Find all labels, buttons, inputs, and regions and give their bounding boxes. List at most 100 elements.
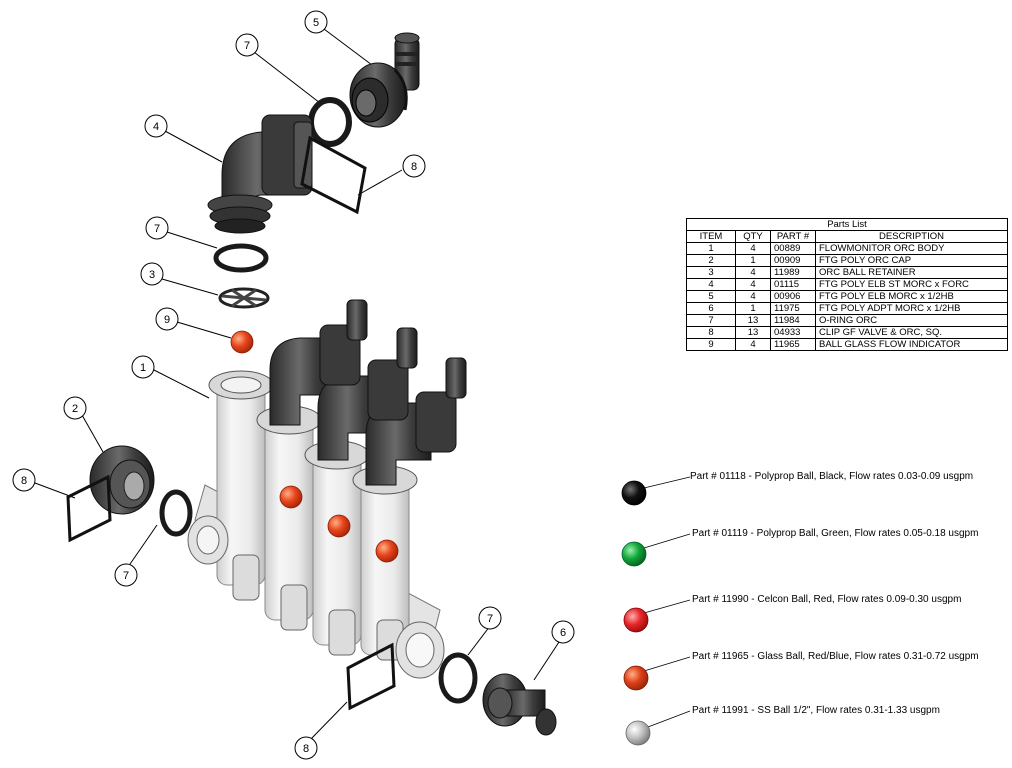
svg-text:4: 4	[153, 121, 159, 133]
callout-3: 3	[140, 262, 164, 286]
ball-label-black: Part # 01118 - Polyprop Ball, Black, Flo…	[690, 471, 974, 482]
cell-qty: 13	[735, 326, 771, 339]
col-header-part-number: PART #	[770, 230, 816, 243]
svg-text:7: 7	[244, 40, 250, 52]
callout-bubbles: 5 7 4 8 7 3 9 1 2 8 7 7 6 8	[12, 10, 575, 760]
cell-part-number: 00909	[770, 254, 816, 267]
ball-legend-swatches	[621, 476, 691, 746]
cell-qty: 1	[735, 302, 771, 315]
callout-5: 5	[304, 10, 328, 34]
ball-swatch-green	[621, 541, 647, 567]
svg-text:1: 1	[140, 362, 146, 374]
callout-1: 1	[131, 355, 155, 379]
parts-list-header-row: ITEM QTY PART # DESCRIPTION	[686, 230, 1008, 243]
svg-text:8: 8	[411, 161, 417, 173]
cell-qty: 4	[735, 290, 771, 303]
part-1-flowmonitor-bodies	[187, 299, 467, 679]
ball-label-red-blue-glass: Part # 11965 - Glass Ball, Red/Blue, Flo…	[692, 651, 979, 662]
ball-swatch-stainless-steel	[625, 720, 651, 746]
callout-7: 7	[235, 33, 259, 57]
part-3-ball-retainer	[218, 287, 270, 309]
part-9-glass-ball	[230, 330, 254, 354]
cell-description: FTG POLY ELB ST MORC x FORC	[815, 278, 1008, 291]
callout-8: 8	[402, 154, 426, 178]
callout-7: 7	[145, 216, 169, 240]
cell-description: ORC BALL RETAINER	[815, 266, 1008, 279]
ball-label-green: Part # 01119 - Polyprop Ball, Green, Flo…	[692, 528, 979, 539]
cell-qty: 1	[735, 254, 771, 267]
part-8-clip	[66, 474, 112, 543]
parts-list-title: Parts List	[686, 218, 1008, 231]
col-header-description: DESCRIPTION	[815, 230, 1008, 243]
svg-text:2: 2	[72, 403, 78, 415]
svg-text:7: 7	[123, 570, 129, 582]
callout-7: 7	[478, 606, 502, 630]
part-7-o-ring	[159, 489, 193, 537]
cell-part-number: 11989	[770, 266, 816, 279]
cell-qty: 4	[735, 338, 771, 351]
callout-9: 9	[155, 307, 179, 331]
cell-description: FTG POLY ELB MORC x 1/2HB	[815, 290, 1008, 303]
svg-text:5: 5	[313, 17, 319, 29]
cell-description: CLIP GF VALVE & ORC, SQ.	[815, 326, 1008, 339]
part-7-o-ring	[308, 97, 352, 147]
col-header-item: ITEM	[686, 230, 736, 243]
cell-qty: 4	[735, 278, 771, 291]
cell-item: 6	[686, 302, 736, 315]
svg-text:6: 6	[560, 627, 566, 639]
part-8-clip	[300, 135, 367, 215]
part-7-o-ring	[213, 243, 269, 273]
callout-8: 8	[294, 736, 318, 760]
cell-description: O-RING ORC	[815, 314, 1008, 327]
cell-item: 4	[686, 278, 736, 291]
cell-part-number: 11975	[770, 302, 816, 315]
part-2-orc-cap	[89, 445, 155, 515]
ball-label-red: Part # 11990 - Celcon Ball, Red, Flow ra…	[692, 594, 962, 605]
cell-item: 9	[686, 338, 736, 351]
svg-text:3: 3	[149, 269, 155, 281]
ball-swatch-red	[623, 607, 649, 633]
part-6-adapter	[482, 673, 557, 736]
svg-text:7: 7	[487, 613, 493, 625]
cell-part-number: 00889	[770, 242, 816, 255]
cell-part-number: 04933	[770, 326, 816, 339]
leader-lines	[34, 28, 562, 741]
callout-6: 6	[551, 620, 575, 644]
callout-2: 2	[63, 396, 87, 420]
cell-part-number: 01115	[770, 278, 816, 291]
cell-qty: 4	[735, 266, 771, 279]
cell-item: 2	[686, 254, 736, 267]
cell-part-number: 11984	[770, 314, 816, 327]
cell-item: 3	[686, 266, 736, 279]
col-header-qty: QTY	[735, 230, 771, 243]
part-7-o-ring	[438, 652, 478, 704]
cell-item: 7	[686, 314, 736, 327]
ball-swatch-red-blue-glass	[623, 665, 649, 691]
cell-part-number: 00906	[770, 290, 816, 303]
svg-text:8: 8	[303, 743, 309, 755]
cell-item: 8	[686, 326, 736, 339]
cell-description: FLOWMONITOR ORC BODY	[815, 242, 1008, 255]
callout-7: 7	[114, 563, 138, 587]
cell-qty: 13	[735, 314, 771, 327]
ball-label-stainless-steel: Part # 11991 - SS Ball 1/2", Flow rates …	[692, 705, 940, 716]
cell-description: FTG POLY ADPT MORC x 1/2HB	[815, 302, 1008, 315]
part-4-elbow	[207, 114, 313, 234]
svg-text:7: 7	[154, 223, 160, 235]
svg-text:8: 8	[21, 475, 27, 487]
part-5-elbow-hose-barb	[349, 32, 420, 128]
cell-part-number: 11965	[770, 338, 816, 351]
cell-description: FTG POLY ORC CAP	[815, 254, 1008, 267]
part-8-clip	[346, 642, 396, 711]
